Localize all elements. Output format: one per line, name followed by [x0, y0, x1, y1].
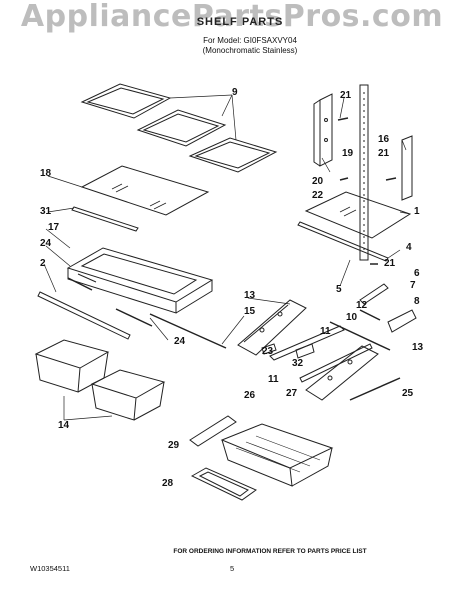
slide-bracket-13 [305, 345, 379, 401]
screw-22 [339, 177, 349, 181]
watermark: AppliancePartsPros.com [20, 0, 444, 34]
screw-21 [385, 177, 397, 181]
callout-4: 4 [406, 242, 412, 253]
diagram-title: SHELF PARTS [196, 16, 284, 28]
crisper-drawer-14 [34, 339, 110, 393]
callout-29: 29 [168, 440, 180, 451]
crisper-drawer-14 [90, 369, 166, 421]
callout-26: 26 [244, 390, 256, 401]
callout-18: 18 [40, 168, 52, 179]
handle-29 [189, 415, 237, 447]
rod-24 [115, 308, 153, 327]
callout-11: 11 [268, 374, 279, 385]
vertical-rail-19 [359, 84, 369, 261]
callout-11: 11 [320, 326, 331, 337]
callout-9: 9 [232, 87, 238, 98]
bracket-6 [359, 283, 389, 305]
callout-labels: 1245678910111112131314151617181920212121… [40, 87, 424, 489]
rod-12 [359, 309, 381, 321]
callout-8: 8 [414, 296, 420, 307]
glass-shelf-9 [80, 83, 172, 119]
rod-24 [67, 277, 93, 291]
slide-track-11 [269, 325, 345, 361]
rod-25 [349, 377, 401, 401]
page-number: 5 [230, 564, 235, 573]
side-bracket-20 [313, 93, 333, 167]
callout-20: 20 [312, 176, 324, 187]
callout-24: 24 [40, 238, 52, 249]
callout-21: 21 [340, 90, 352, 101]
tray-rail-2 [37, 291, 131, 340]
wire-basket-26 [220, 423, 334, 487]
callout-13: 13 [412, 342, 424, 353]
callout-5: 5 [336, 284, 342, 295]
callout-7: 7 [410, 280, 416, 291]
bracket-32 [295, 343, 315, 359]
callout-6: 6 [414, 268, 420, 279]
clip-23 [261, 343, 277, 355]
glass-shelf-9 [136, 109, 227, 147]
side-bracket-16 [401, 135, 413, 201]
callout-25: 25 [402, 388, 414, 399]
bracket-8 [387, 309, 417, 333]
glass-shelf-9 [188, 137, 278, 173]
document-code: W10354511 [30, 564, 70, 573]
rod-15 [149, 313, 227, 349]
callout-16: 16 [378, 134, 390, 145]
callout-13: 13 [244, 290, 256, 301]
callout-32: 32 [292, 358, 304, 369]
slide-bracket-13 [237, 299, 307, 356]
callout-21: 21 [378, 148, 390, 159]
callout-14: 14 [58, 420, 70, 431]
callout-10: 10 [346, 312, 358, 323]
trim-strip-4 [297, 221, 389, 262]
screw-21 [337, 117, 349, 121]
callout-2: 2 [40, 258, 46, 269]
callout-17: 17 [48, 222, 60, 233]
callout-22: 22 [312, 190, 324, 201]
callout-28: 28 [162, 478, 174, 489]
finish-line: (Monochromatic Stainless) [202, 46, 298, 55]
callout-31: 31 [40, 206, 52, 217]
trim-strip-31 [71, 206, 139, 232]
glass-shelf-18 [80, 165, 210, 216]
callout-24: 24 [174, 336, 186, 347]
callout-12: 12 [356, 300, 368, 311]
callout-27: 27 [286, 388, 298, 399]
callout-1: 1 [414, 206, 420, 217]
callout-15: 15 [244, 306, 256, 317]
tray-28 [190, 467, 258, 501]
slide-rail-27 [299, 343, 373, 383]
model-info: For Model: GI0FSAXVY04 (Monochromatic St… [175, 36, 325, 56]
ordering-note: FOR ORDERING INFORMATION REFER TO PARTS … [173, 548, 367, 555]
callout-23: 23 [262, 346, 274, 357]
callout-21: 21 [384, 258, 396, 269]
slide-out-tray-17 [66, 247, 214, 314]
model-line: For Model: GI0FSAXVY04 [203, 36, 297, 45]
callout-19: 19 [342, 148, 354, 159]
